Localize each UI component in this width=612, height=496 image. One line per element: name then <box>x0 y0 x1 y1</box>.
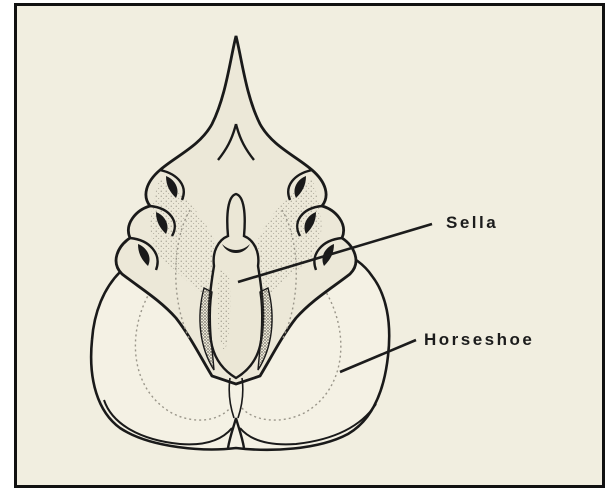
sella-label: Sella <box>446 213 498 232</box>
horseshoe-label: Horseshoe <box>424 330 534 349</box>
